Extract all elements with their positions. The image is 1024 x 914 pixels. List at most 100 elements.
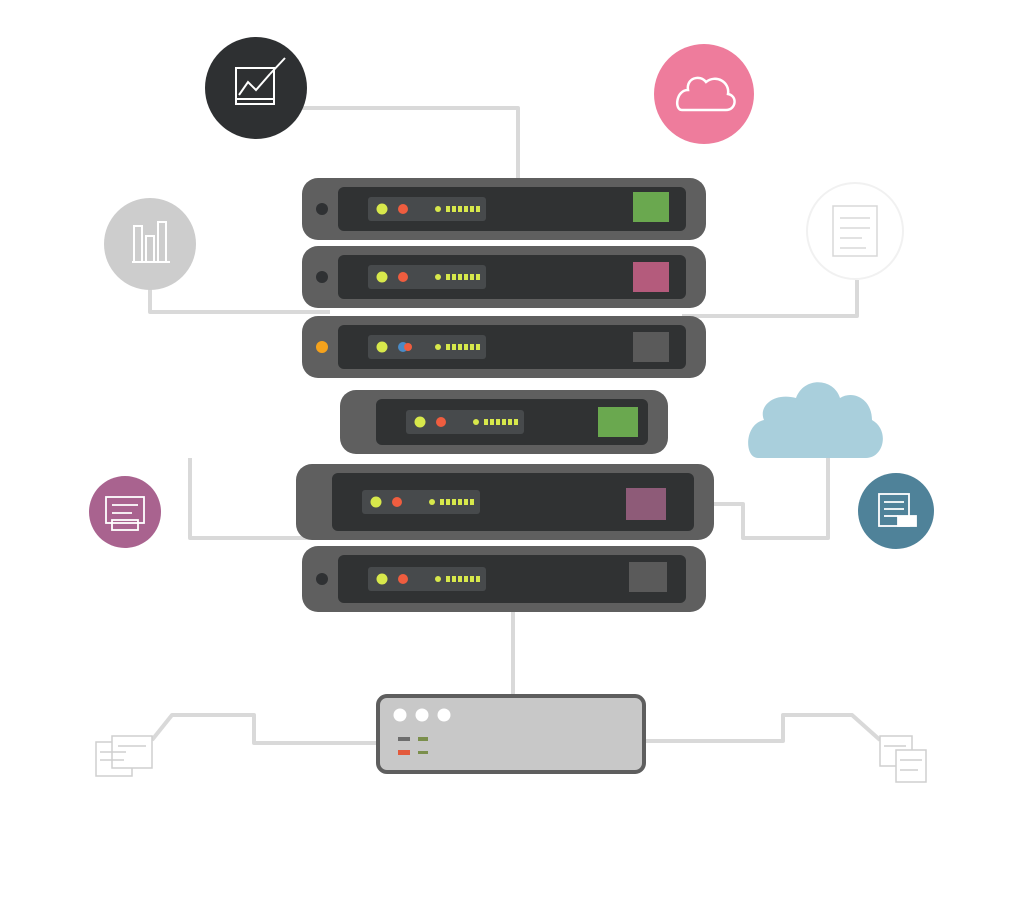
activity-bar [458, 206, 462, 212]
bar-chart-icon [132, 221, 170, 263]
rack-port [629, 562, 667, 592]
rack-port [633, 332, 669, 362]
server-rack-unit [302, 546, 706, 612]
activity-bar [470, 499, 474, 505]
status-led [398, 204, 408, 214]
status-led [436, 417, 446, 427]
power-led [316, 203, 328, 215]
activity-bar [476, 344, 480, 350]
activity-bar [440, 499, 444, 505]
status-panel [362, 490, 480, 514]
activity-bar [496, 419, 500, 425]
server-rack-unit [302, 178, 706, 240]
activity-bar [464, 274, 468, 280]
status-led [404, 343, 412, 351]
activity-bar [508, 419, 512, 425]
activity-bar [470, 274, 474, 280]
activity-bar [452, 576, 456, 582]
activity-led [435, 344, 441, 350]
activity-bar [452, 499, 456, 505]
monitor-icon-right [879, 735, 927, 783]
connector-lines [148, 106, 882, 745]
monitor-icon [95, 735, 153, 777]
connector-monitor-left [150, 713, 378, 745]
activity-bar [470, 206, 474, 212]
connector-document-sheet [682, 280, 859, 318]
activity-bar [514, 419, 518, 425]
activity-bar [476, 576, 480, 582]
activity-bar [446, 499, 450, 505]
activity-bar [464, 206, 468, 212]
status-led [414, 416, 426, 428]
server-rack-unit [296, 464, 714, 540]
activity-bar [458, 576, 462, 582]
document-icon [832, 205, 878, 257]
status-panel [368, 197, 486, 221]
activity-bar [452, 344, 456, 350]
power-led [316, 341, 328, 353]
activity-led [435, 576, 441, 582]
network-switch [376, 694, 646, 774]
server-rack-stack [296, 178, 714, 612]
server-rack-unit [340, 390, 668, 454]
connector-bar-stats [148, 288, 330, 314]
connector-cloud-blue [712, 455, 830, 540]
activity-bar [470, 344, 474, 350]
rack-face [332, 473, 694, 531]
activity-bar [446, 274, 450, 280]
bar-stats-node [104, 198, 196, 290]
storage-doc-node [858, 473, 934, 549]
line-chart-icon [235, 57, 286, 105]
activity-led [435, 274, 441, 280]
cloud-icon [748, 382, 883, 458]
activity-bar [452, 274, 456, 280]
status-panel [368, 335, 486, 359]
status-led [398, 272, 408, 282]
activity-bar [476, 206, 480, 212]
activity-bar [484, 419, 488, 425]
activity-bar [458, 344, 462, 350]
switch-led-red [398, 750, 410, 755]
document-sheet-node [806, 182, 904, 280]
status-led [398, 574, 408, 584]
status-panel [406, 410, 524, 434]
connector-monitor-right [644, 713, 882, 743]
analytics-node [205, 37, 307, 139]
document-lock-icon [878, 493, 917, 527]
rack-port [598, 407, 638, 437]
activity-bar [452, 206, 456, 212]
activity-led [435, 206, 441, 212]
activity-bar [470, 576, 474, 582]
power-led [316, 573, 328, 585]
cloud-outline-icon [675, 76, 736, 112]
rack-port [633, 262, 669, 292]
activity-bar [446, 576, 450, 582]
activity-bar [464, 499, 468, 505]
power-led [316, 271, 328, 283]
server-rack-unit [302, 316, 706, 378]
status-led [376, 341, 388, 353]
connector-printer [188, 458, 318, 540]
switch-port-3 [437, 708, 451, 722]
activity-bar [458, 274, 462, 280]
activity-bar [464, 344, 468, 350]
activity-bar [502, 419, 506, 425]
switch-port-2 [415, 708, 429, 722]
switch-led-strip [398, 737, 410, 741]
rack-port [633, 192, 669, 222]
status-led [392, 497, 402, 507]
activity-led [429, 499, 435, 505]
activity-led [473, 419, 479, 425]
activity-bar [476, 274, 480, 280]
status-led [376, 271, 388, 283]
server-rack-unit [302, 246, 706, 308]
status-led [376, 573, 388, 585]
status-panel [368, 265, 486, 289]
connector-analytics [300, 106, 520, 180]
activity-bar [446, 206, 450, 212]
printer-node [89, 476, 161, 548]
printer-icon [105, 496, 145, 531]
status-led [376, 203, 388, 215]
